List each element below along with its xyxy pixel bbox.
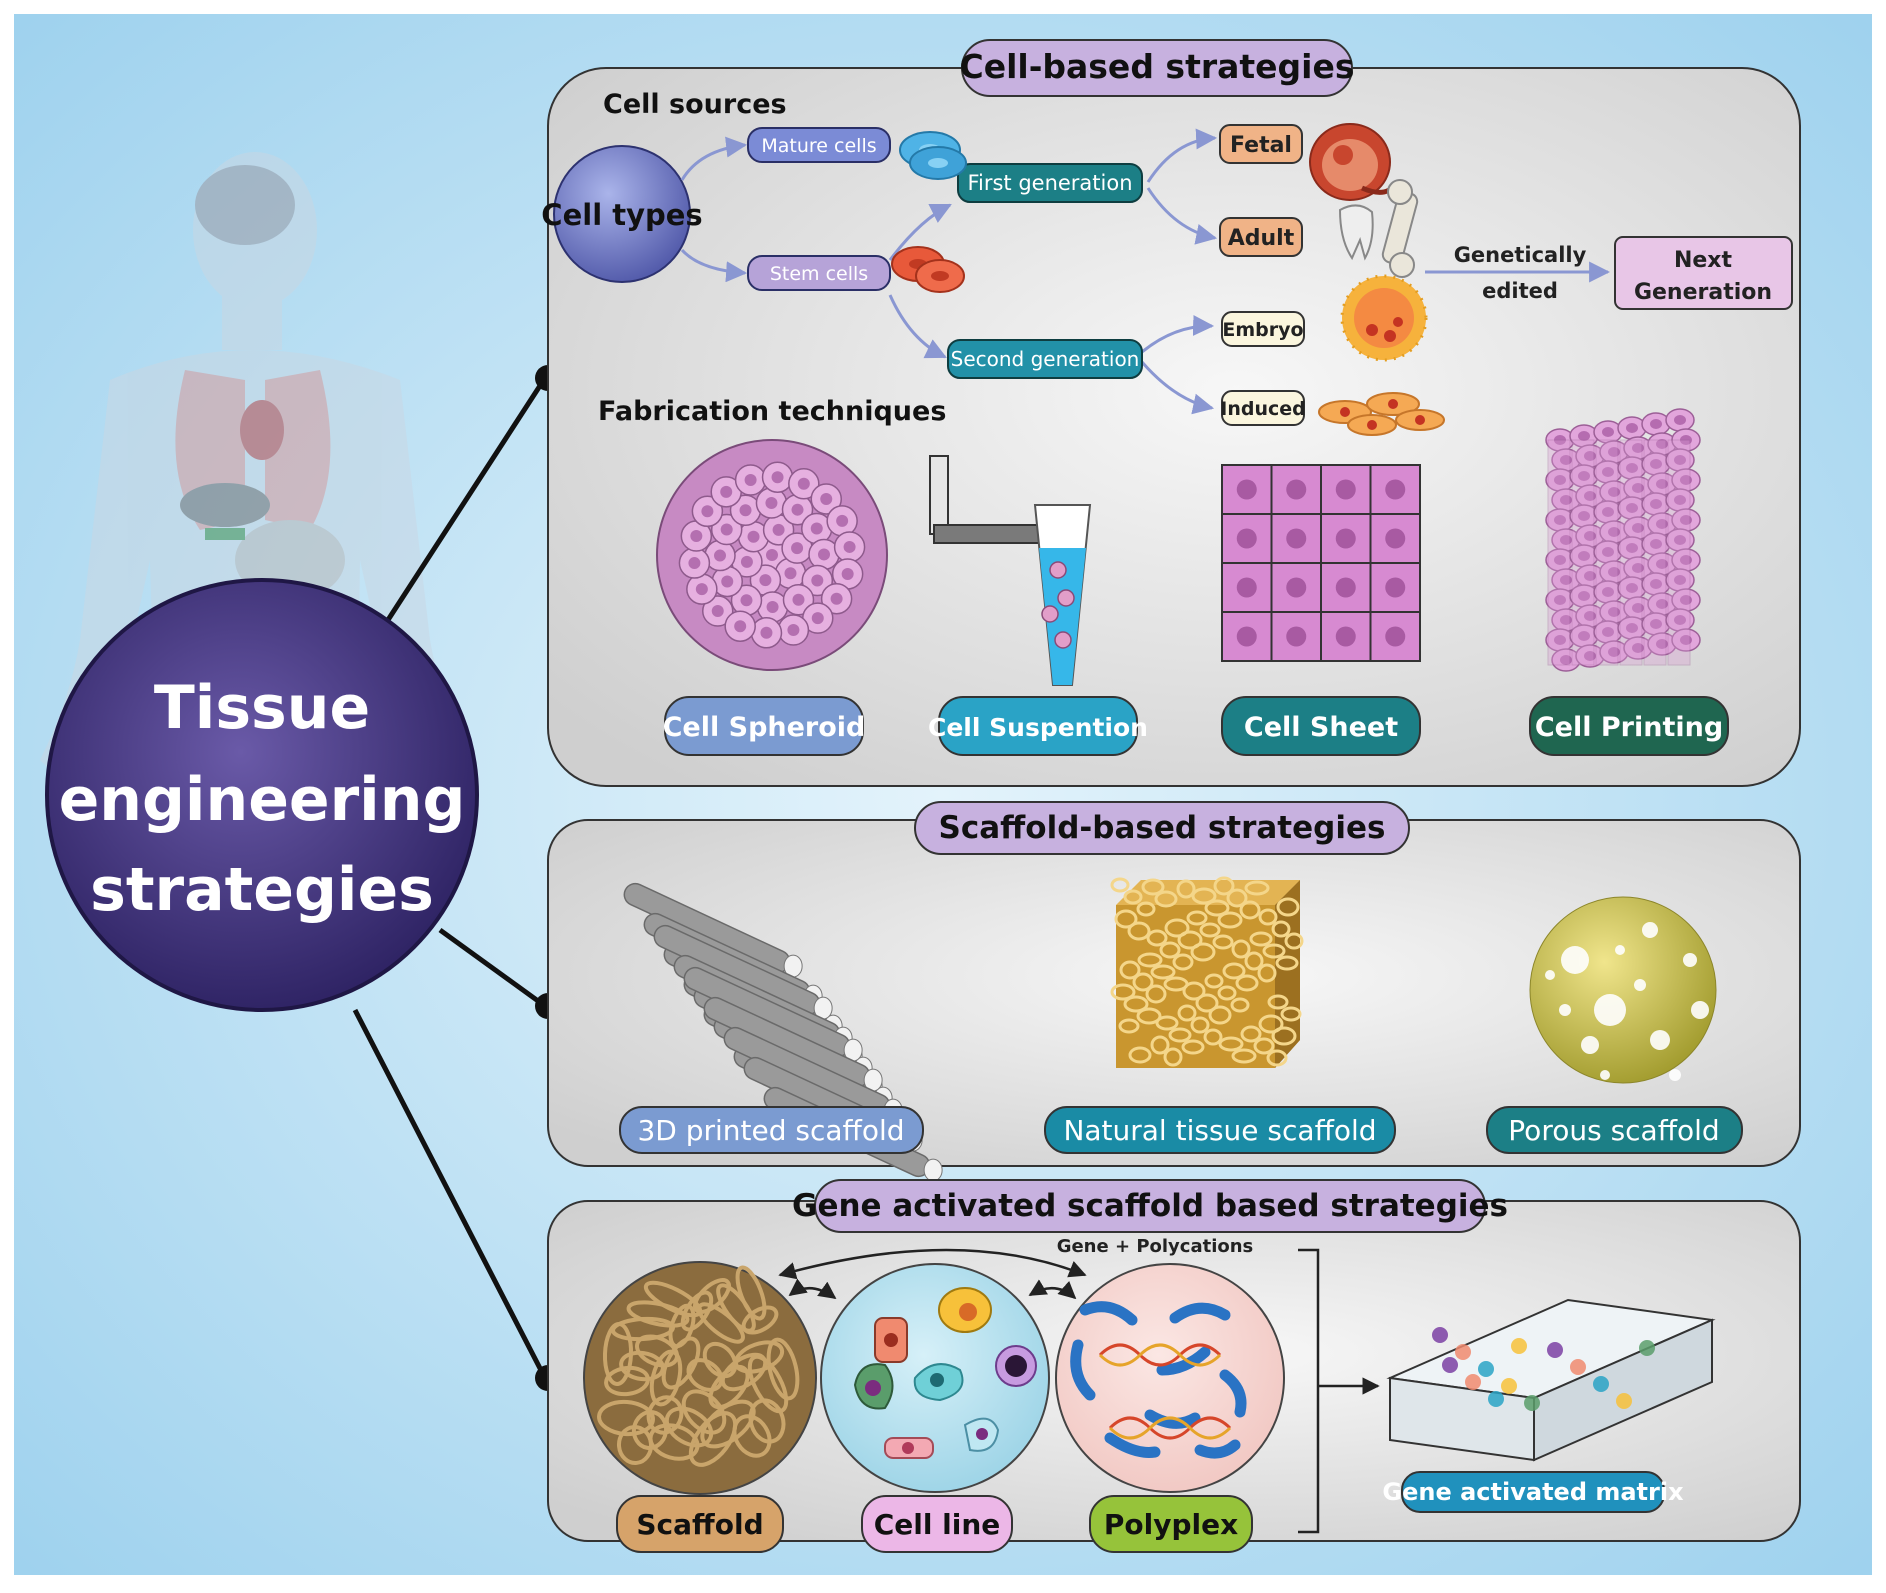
second-generation-label: Second generation [951, 347, 1140, 371]
cell-sheet-icon [1221, 464, 1421, 662]
first-generation-pill: First generation [957, 163, 1143, 203]
cell-line-pill: Cell line [861, 1495, 1013, 1553]
scaffold-label: Scaffold [636, 1508, 763, 1541]
fabrication-heading: Fabrication techniques [598, 396, 946, 427]
adult-label: Adult [1228, 226, 1295, 251]
porous-scaffold-pill: Porous scaffold [1486, 1106, 1743, 1154]
porous-scaffold-label: Porous scaffold [1508, 1114, 1719, 1147]
scaffold-circle-icon [583, 1261, 817, 1495]
cell-printing-icon [1545, 408, 1701, 672]
gene-arrows [778, 1248, 1380, 1534]
induced-label: Induced [1220, 398, 1305, 420]
cell-spheroid-label: Cell Spheroid [663, 712, 866, 743]
cell-line-circle-icon [820, 1263, 1050, 1493]
cell-sources-heading: Cell sources [603, 89, 787, 120]
polyplex-pill: Polyplex [1089, 1495, 1253, 1553]
scaffold-based-title-pill: Scaffold-based strategies [914, 801, 1410, 855]
second-generation-pill: Second generation [947, 339, 1143, 379]
fetus-icon [1309, 123, 1397, 201]
mature-cells-label: Mature cells [761, 135, 876, 157]
cell-types-label: Cell types [541, 198, 702, 232]
cell-line-label: Cell line [874, 1508, 1001, 1541]
stem-cells-pill: Stem cells [747, 255, 891, 291]
cell-suspension-label: Cell Suspention [928, 713, 1148, 742]
first-generation-label: First generation [967, 171, 1132, 195]
scaffold-pill: Scaffold [616, 1495, 784, 1553]
fetal-label: Fetal [1230, 133, 1292, 158]
mature-cells-pill: Mature cells [747, 127, 891, 163]
cell-spheroid-icon [656, 439, 888, 671]
main-title-line1: Tissue [154, 673, 370, 743]
natural-tissue-scaffold-icon [1110, 876, 1304, 1068]
stem-cells-icon [891, 246, 965, 293]
3d-printed-scaffold-label: 3D printed scaffold [637, 1114, 904, 1147]
next-label: Next [1674, 248, 1733, 273]
next-generation-box: Next Generation [1614, 236, 1793, 310]
cell-printing-pill: Cell Printing [1529, 696, 1729, 756]
cell-based-title: Cell-based strategies [959, 47, 1354, 86]
gene-activated-title-pill: Gene activated scaffold based strategies [792, 1179, 1508, 1233]
generation-label: Generation [1634, 280, 1772, 305]
cell-based-title-pill: Cell-based strategies [959, 39, 1355, 97]
cell-sheet-pill: Cell Sheet [1221, 696, 1421, 756]
cell-source-arrows [680, 128, 1611, 415]
main-title-line2: engineering [59, 765, 466, 835]
embryo-icon [1340, 274, 1428, 362]
tooth-bone-icon [1338, 179, 1419, 278]
genetically-label: Genetically [1454, 243, 1587, 267]
induced-pill: Induced [1220, 390, 1306, 426]
scaffold-based-title: Scaffold-based strategies [939, 810, 1386, 846]
adult-pill: Adult [1219, 217, 1303, 257]
embryo-label: Embryo [1222, 319, 1303, 341]
gene-polycations-label: Gene + Polycations [1057, 1236, 1254, 1257]
edited-label: edited [1482, 279, 1558, 303]
main-circle: Tissue engineering strategies [45, 578, 479, 1012]
mature-cells-icon [899, 131, 967, 180]
main-title-line3: strategies [90, 855, 434, 925]
cell-spheroid-pill: Cell Spheroid [663, 696, 866, 756]
natural-tissue-scaffold-label: Natural tissue scaffold [1063, 1114, 1376, 1147]
cell-types-circle [553, 145, 691, 283]
gene-activated-matrix-pill: Gene activated matrix [1382, 1471, 1684, 1513]
connector-lines [352, 376, 548, 1380]
3d-printed-scaffold-pill: 3D printed scaffold [619, 1106, 924, 1154]
embryo-pill: Embryo [1221, 311, 1305, 347]
cell-suspension-pill: Cell Suspention [928, 696, 1148, 756]
polyplex-circle-icon [1055, 1263, 1285, 1493]
induced-cells-icon [1318, 392, 1445, 436]
cell-sheet-label: Cell Sheet [1244, 712, 1398, 743]
stem-cells-label: Stem cells [770, 263, 868, 285]
gene-activated-matrix-icon [1386, 1298, 1716, 1462]
gene-activated-title: Gene activated scaffold based strategies [792, 1188, 1508, 1224]
natural-tissue-scaffold-pill: Natural tissue scaffold [1044, 1106, 1396, 1154]
cell-suspension-icon [929, 455, 1092, 686]
polyplex-label: Polyplex [1104, 1508, 1238, 1541]
gene-activated-matrix-label: Gene activated matrix [1382, 1478, 1684, 1506]
fetal-pill: Fetal [1219, 124, 1303, 164]
cell-printing-label: Cell Printing [1535, 712, 1723, 743]
porous-scaffold-icon [1529, 896, 1717, 1084]
